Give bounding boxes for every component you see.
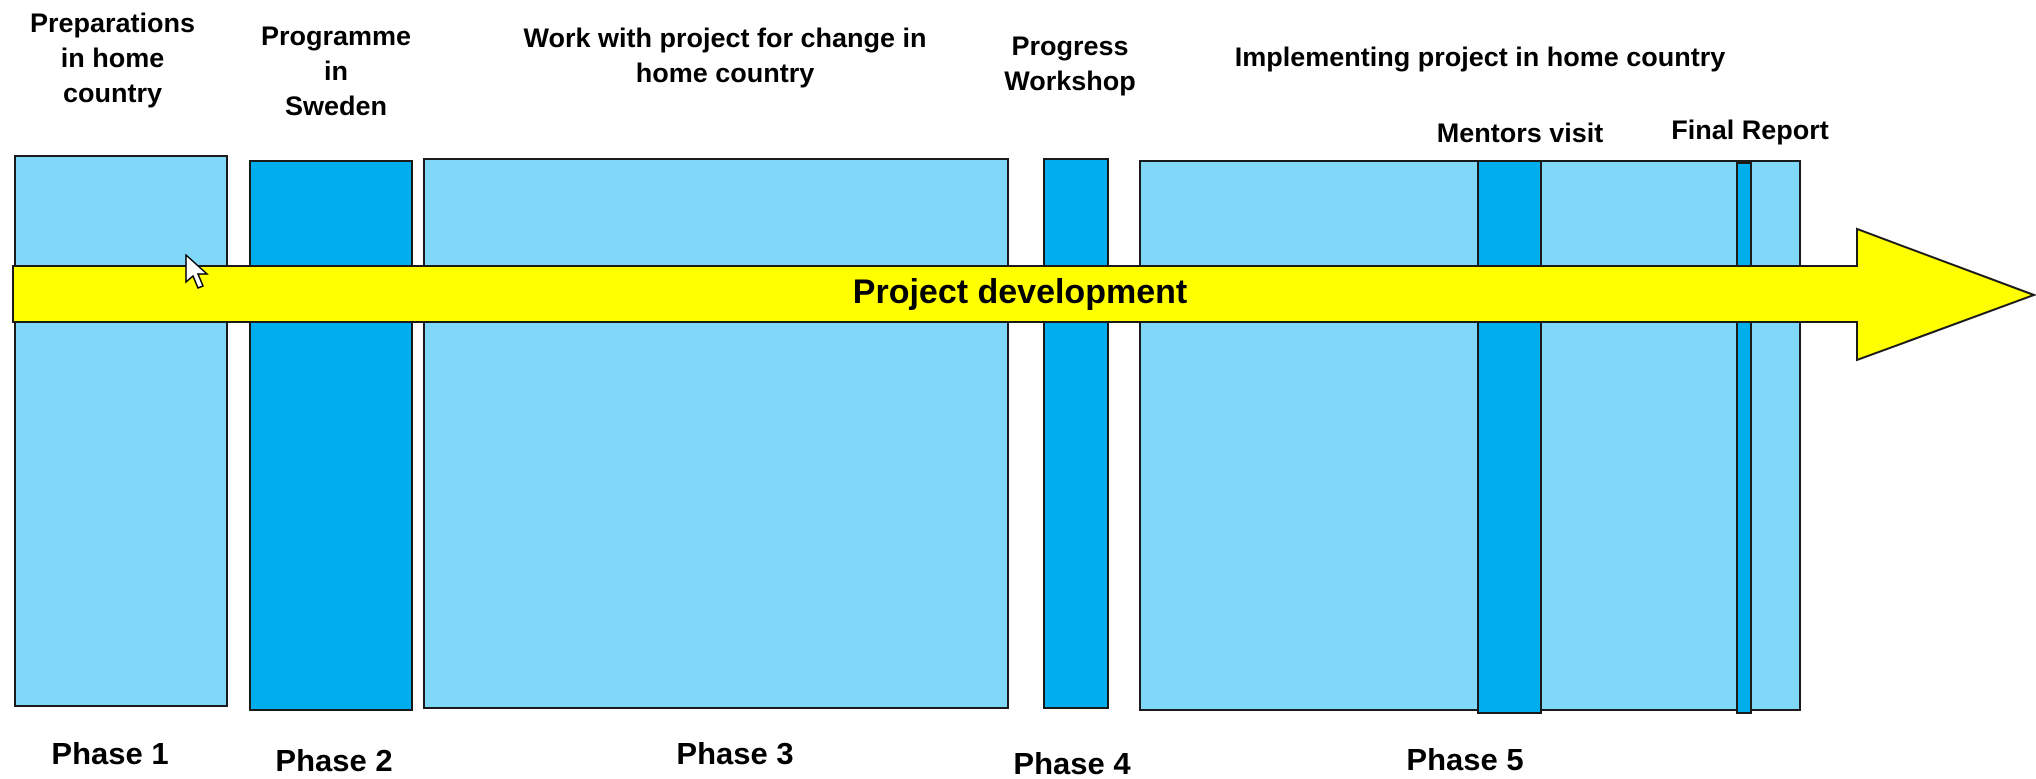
phase-5-title: Implementing project in home country <box>1234 42 1726 72</box>
arrow-shape <box>12 227 2036 362</box>
mentors-visit-label: Mentors visit <box>1436 118 1604 148</box>
mentors-visit-block <box>1477 160 1542 714</box>
phase-1-label: Phase 1 <box>51 736 169 771</box>
phase-1-block <box>14 155 228 707</box>
phase-2-block <box>249 160 413 711</box>
phase-5-label: Phase 5 <box>1406 742 1524 777</box>
phase-5-block <box>1139 160 1801 711</box>
phase-1-title: Preparations in home country <box>29 8 196 109</box>
mouse-pointer-icon <box>185 254 209 289</box>
phase-4-title: Progress Workshop <box>1004 31 1136 97</box>
phase-3-label: Phase 3 <box>676 736 794 771</box>
phase-4-label: Phase 4 <box>1013 746 1131 779</box>
phase-2-title: Programme in Sweden <box>260 21 412 122</box>
arrow-label: Project development <box>853 273 1187 311</box>
phase-2-label: Phase 2 <box>275 743 393 778</box>
phase-3-title: Work with project for change in home cou… <box>523 23 927 89</box>
phase-4-block <box>1043 158 1109 709</box>
phase-3-block <box>423 158 1009 709</box>
final-report-label: Final Report <box>1671 115 1829 145</box>
